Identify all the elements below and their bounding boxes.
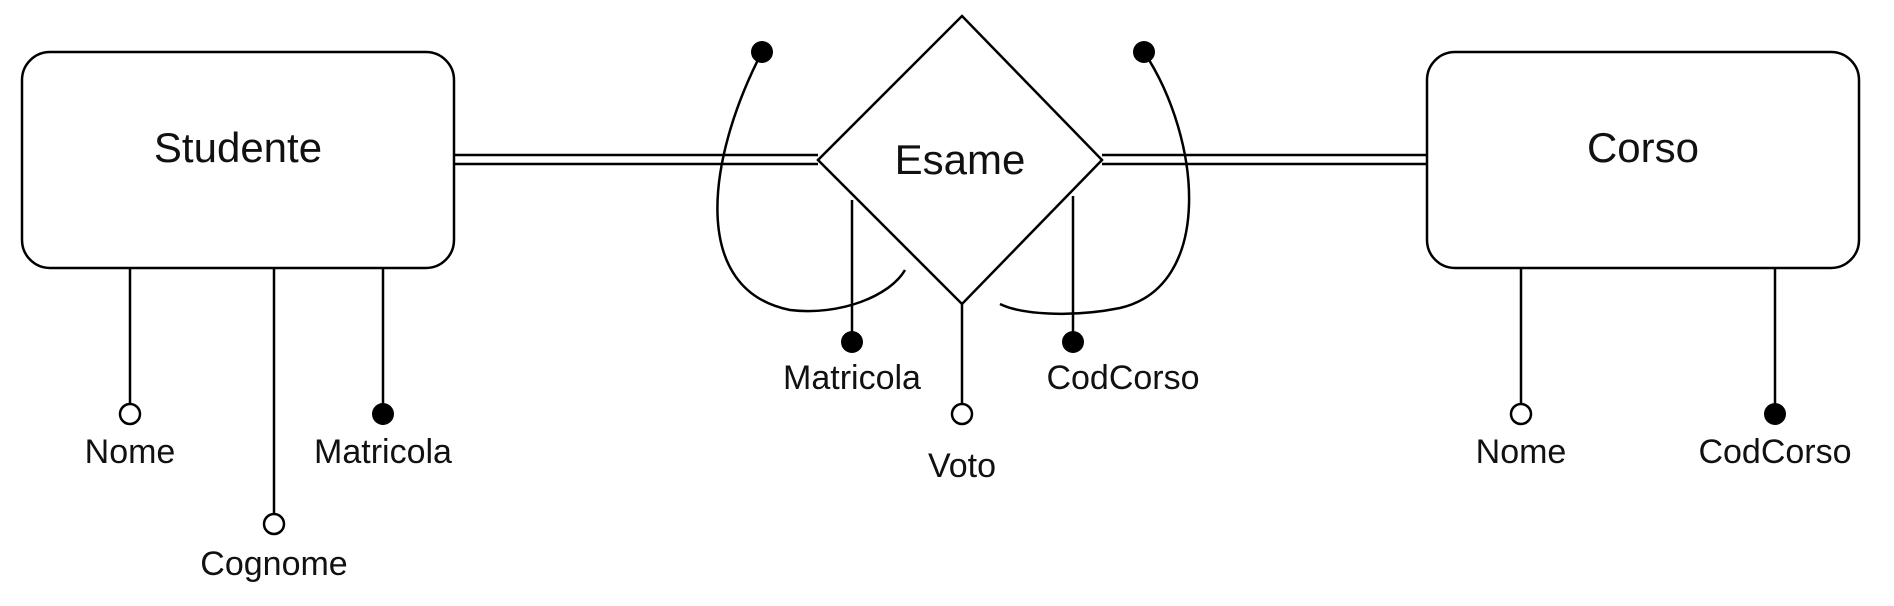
- identifier-arc-left: [716, 51, 907, 313]
- entity-corso[interactable]: Corso: [1425, 50, 1861, 270]
- identifier-arc-right-key-dot: [1133, 41, 1155, 63]
- attribute-studente-nome[interactable]: Nome: [85, 268, 176, 471]
- attribute-esame-matricola-key-dot: [841, 331, 863, 353]
- attribute-studente-matricola-label: Matricola: [314, 433, 452, 471]
- attribute-studente-matricola[interactable]: Matricola: [314, 268, 452, 471]
- identifier-arc-right: [999, 51, 1191, 316]
- attribute-studente-cognome-label: Cognome: [200, 545, 347, 583]
- attribute-studente-nome-circle: [118, 402, 142, 426]
- relationship-esame-label: Esame: [895, 136, 1026, 183]
- attribute-corso-codcorso-key-dot: [1764, 403, 1786, 425]
- attribute-esame-codcorso-label: CodCorso: [1046, 359, 1199, 397]
- attribute-esame-voto-circle: [950, 402, 974, 426]
- attribute-studente-matricola-key-dot: [372, 403, 394, 425]
- attribute-esame-voto-label: Voto: [928, 447, 996, 485]
- attribute-studente-nome-label: Nome: [85, 433, 176, 471]
- attribute-esame-voto[interactable]: Voto: [928, 304, 996, 485]
- attribute-corso-nome-circle: [1509, 402, 1533, 426]
- identifier-arc-left-key-dot: [751, 41, 773, 63]
- attribute-corso-nome[interactable]: Nome: [1476, 268, 1567, 471]
- connector-esame-corso: [1102, 153, 1427, 166]
- relationship-esame[interactable]: Esame: [816, 14, 1104, 306]
- connector-studente-esame: [454, 153, 818, 166]
- entity-corso-label: Corso: [1587, 124, 1699, 171]
- attribute-esame-matricola-label: Matricola: [783, 359, 921, 397]
- attribute-corso-nome-label: Nome: [1476, 433, 1567, 471]
- attribute-studente-cognome-circle: [262, 512, 286, 536]
- attribute-esame-codcorso-key-dot: [1062, 331, 1084, 353]
- entity-studente[interactable]: Studente: [20, 50, 456, 270]
- attribute-studente-cognome[interactable]: Cognome: [200, 268, 348, 583]
- attribute-corso-codcorso-label: CodCorso: [1698, 433, 1851, 471]
- entity-corso-box: [1425, 50, 1861, 270]
- attribute-esame-codcorso[interactable]: CodCorso: [1046, 196, 1200, 397]
- attribute-esame-matricola[interactable]: Matricola: [783, 200, 921, 397]
- entity-studente-label: Studente: [154, 124, 322, 171]
- attribute-corso-codcorso[interactable]: CodCorso: [1698, 268, 1852, 471]
- entity-studente-box: [20, 50, 456, 270]
